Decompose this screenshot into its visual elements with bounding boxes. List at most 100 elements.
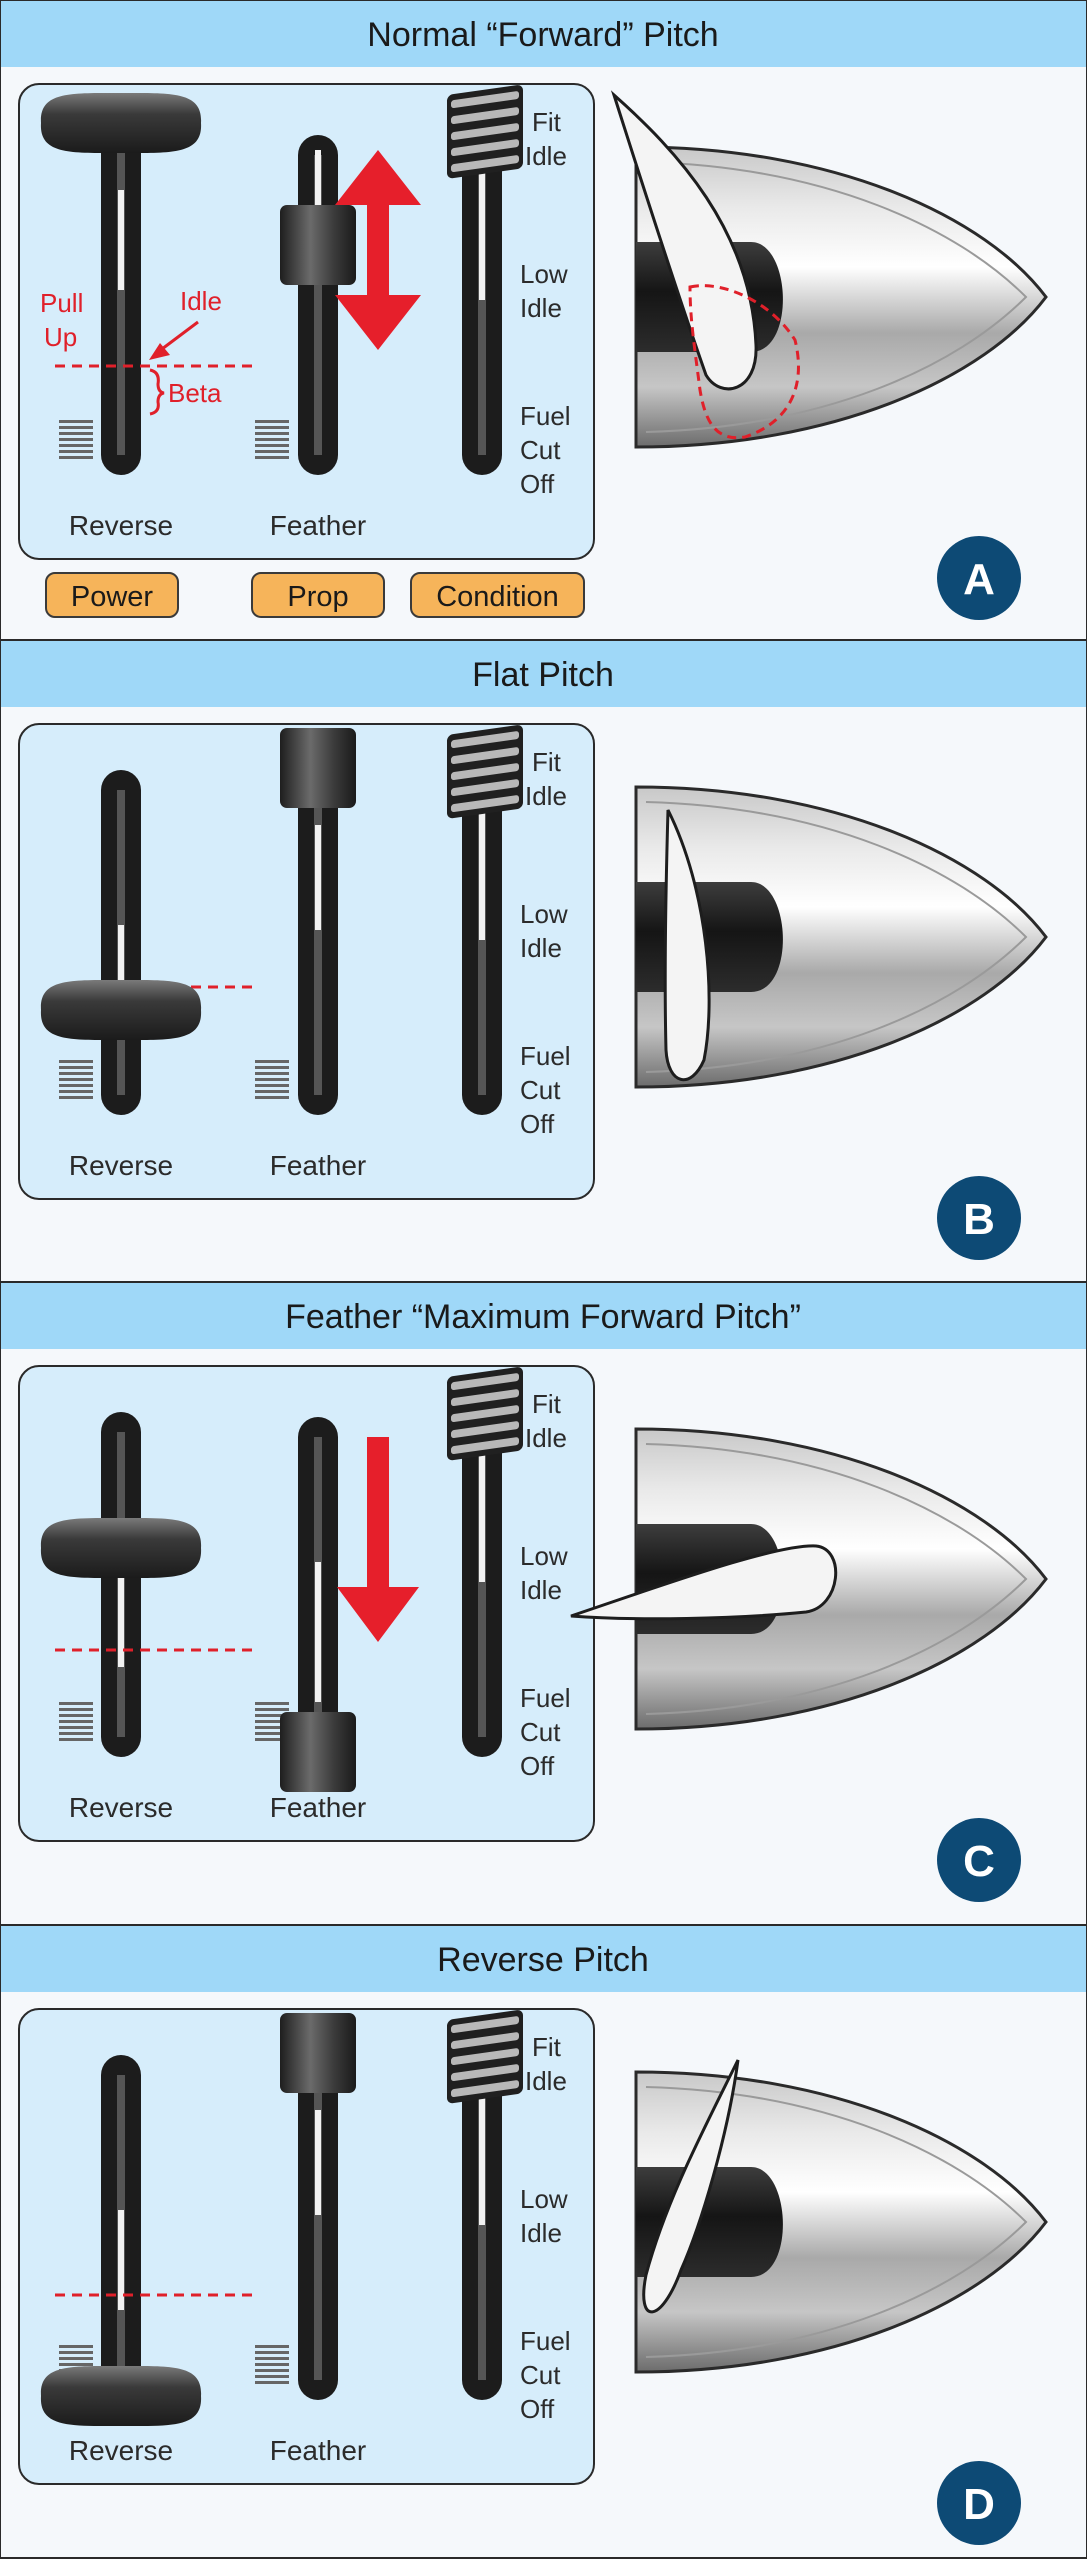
spinner-outline (645, 161, 1028, 433)
label-fit: Fit (532, 107, 562, 137)
condition-knob-rib (451, 747, 519, 765)
label-cut: Cut (520, 435, 561, 465)
prop-lever-knob (280, 728, 356, 808)
annotation-pull: Pull (40, 288, 83, 318)
gate-line (59, 1078, 93, 1081)
condition-knob-rib (451, 107, 519, 125)
annotation-idle: Idle (180, 286, 222, 316)
slot-highlight (479, 2085, 485, 2225)
panel-badge (937, 1176, 1021, 1260)
label-fit: Fit (532, 1389, 562, 1419)
label-low: Low (520, 259, 568, 289)
power-lever-label-pill (45, 572, 179, 618)
prop-feather-arrow-icon (337, 1437, 419, 1642)
slot-highlight (118, 2210, 124, 2310)
prop-increase-decrease-arrow-icon (335, 150, 421, 350)
panel-badge-letter: A (963, 555, 995, 604)
panel-header (1, 641, 1086, 707)
annotation-idle-pointer (157, 320, 199, 354)
gate-line (255, 432, 289, 435)
label-off: Off (520, 1109, 555, 1139)
panel-header (1, 1, 1086, 67)
gate-line (59, 1096, 93, 1099)
gate-line (255, 1066, 289, 1069)
gate-line (59, 1726, 93, 1729)
annotation-up: Up (44, 322, 77, 352)
panel-badge (937, 536, 1021, 620)
power-lever-knob (40, 2365, 202, 2427)
gate-line (255, 2375, 289, 2378)
condition-knob-rib (451, 731, 519, 749)
label-fit: Fit (532, 2032, 562, 2062)
label-feather: Feather (270, 510, 367, 541)
label-off: Off (520, 2394, 555, 2424)
condition-knob-rib (451, 139, 519, 157)
label-flt-idle: Idle (525, 141, 567, 171)
propeller-blade (610, 90, 758, 391)
panel-badge (937, 1818, 1021, 1902)
label-flt-idle: Idle (525, 781, 567, 811)
gate-line (59, 1738, 93, 1741)
spinner-outline (645, 2086, 1028, 2358)
label-low: Low (520, 2184, 568, 2214)
slot-highlight (479, 160, 485, 300)
panel-header (1, 1926, 1086, 1992)
gate-line (59, 456, 93, 459)
gate-line (255, 1060, 289, 1063)
gate-line (255, 1090, 289, 1093)
label-cut: Cut (520, 1717, 561, 1747)
propeller-view (570, 1427, 1048, 1731)
gate-line (59, 1708, 93, 1711)
label-off: Off (520, 469, 555, 499)
power-lever-label: Power (71, 581, 154, 613)
slot-highlight (479, 1442, 485, 1582)
slot-highlight (315, 825, 321, 930)
label-fuel: Fuel (520, 1041, 571, 1071)
label-feather: Feather (270, 1150, 367, 1181)
spinner-outline (645, 801, 1028, 1073)
gate-line (255, 1720, 289, 1723)
spinner-icon (634, 1427, 1048, 1731)
label-fit: Fit (532, 747, 562, 777)
label-flt-idle: Idle (525, 1423, 567, 1453)
gate-line (59, 2345, 93, 2348)
gate-line (59, 1084, 93, 1087)
condition-knob-rib (451, 763, 519, 781)
propeller-view (610, 90, 1048, 449)
condition-knob-rib (451, 2016, 519, 2034)
panel-c: Feather “Maximum Forward Pitch”FitIdleLo… (0, 1281, 1087, 1926)
gate-line (59, 2357, 93, 2360)
slot-highlight (118, 925, 124, 1025)
condition-knob-rib (451, 1373, 519, 1391)
gate-line (255, 438, 289, 441)
gate-line (255, 1072, 289, 1075)
panel-badge-letter: D (963, 2480, 995, 2529)
label-reverse: Reverse (69, 510, 173, 541)
label-low-idle: Idle (520, 2218, 562, 2248)
label-reverse: Reverse (69, 1792, 173, 1823)
panel-title: Normal “Forward” Pitch (367, 16, 718, 54)
panel-title: Reverse Pitch (437, 1941, 649, 1979)
condition-knob-rib (451, 1421, 519, 1439)
label-reverse: Reverse (69, 2435, 173, 2466)
label-low: Low (520, 899, 568, 929)
condition-knob-rib (451, 91, 519, 109)
label-flt-idle: Idle (525, 2066, 567, 2096)
condition-lever-knob (447, 725, 523, 819)
slot-highlight (118, 1567, 124, 1667)
gate-line (255, 1708, 289, 1711)
panel-a: Normal “Forward” PitchFitIdleLowIdleFuel… (0, 0, 1087, 641)
condition-lever-knob (447, 1367, 523, 1461)
gate-line (255, 1738, 289, 1741)
condition-knob-rib (451, 1389, 519, 1407)
condition-knob-rib (451, 123, 519, 141)
condition-lever-label-pill (410, 572, 585, 618)
label-low: Low (520, 1541, 568, 1571)
prop-lever-label: Prop (287, 581, 348, 613)
gate-line (255, 2345, 289, 2348)
condition-lever-knob (447, 2010, 523, 2104)
blade-pitch-outline (688, 284, 800, 440)
